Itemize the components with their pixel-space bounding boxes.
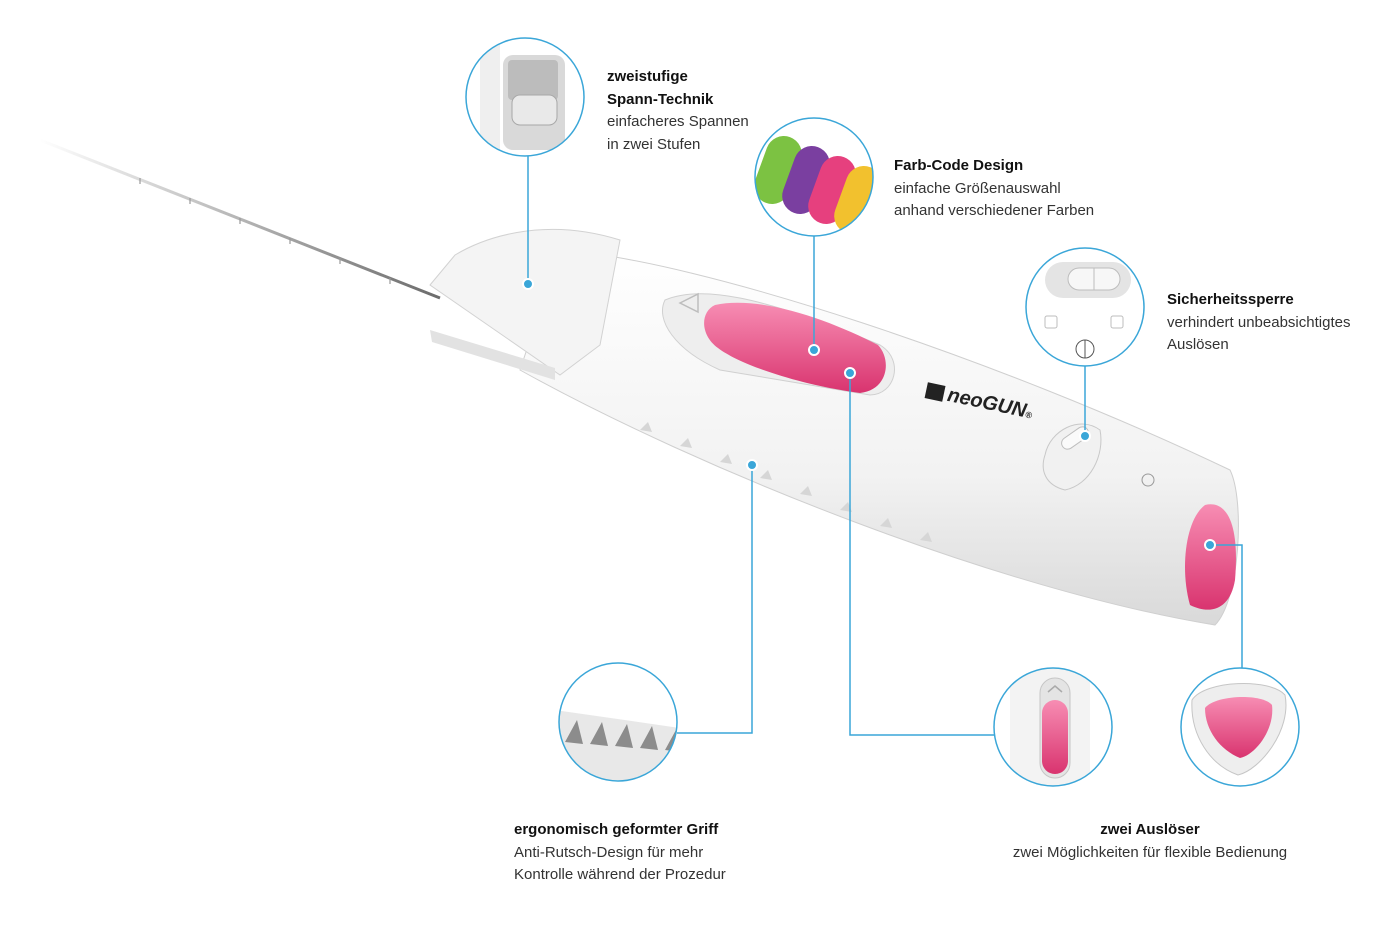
callout-dots <box>522 278 1216 551</box>
griff-title: ergonomisch geformter Griff <box>514 821 719 838</box>
farbcode-desc-line1: einfache Größenauswahl <box>894 179 1061 197</box>
callout-griff: ergonomisch geformter Griff Anti-Rutsch-… <box>514 819 726 887</box>
callout-farbcode: Farb-Code Design einfache Größenauswahl … <box>894 155 1094 223</box>
sicherheit-desc-line2: Auslösen <box>1167 336 1229 353</box>
callout-lines <box>527 156 1243 736</box>
griff-desc-line2: Kontrolle während der Prozedur <box>514 866 726 883</box>
spann-title-line2: Spann-Technik <box>607 90 714 108</box>
sicherheit-desc-line1: verhindert unbeabsichtigtes <box>1167 313 1351 331</box>
neogun-logo: neoGUN® <box>924 382 1033 422</box>
callout-sicherheit: Sicherheitssperre verhindert unbeabsicht… <box>1167 289 1350 357</box>
spann-desc-line1: einfacheres Spannen <box>607 113 749 130</box>
zoom-sicherheit <box>1025 247 1145 367</box>
ausloeser-desc-line1: zwei Möglichkeiten für flexible Bedienun… <box>1012 843 1288 861</box>
zoom-griff <box>558 662 678 782</box>
needle <box>39 138 441 300</box>
device-body: neoGUN® <box>429 228 1239 626</box>
zoom-spann <box>465 37 585 157</box>
zoom-farbcode <box>754 117 874 237</box>
griff-desc-line1: Anti-Rutsch-Design für mehr <box>514 843 704 861</box>
ausloeser-title: zwei Auslöser <box>1100 821 1200 838</box>
zoom-ausloeser-front <box>1180 667 1300 787</box>
brand-registered: ® <box>1024 409 1033 420</box>
farbcode-title: Farb-Code Design <box>894 157 1024 174</box>
callout-spann: zweistufige Spann-Technik einfacheres Sp… <box>607 66 749 156</box>
spann-desc-line2: in zwei Stufen <box>607 135 701 153</box>
farbcode-desc-line2: anhand verschiedener Farben <box>894 202 1095 219</box>
zoom-ausloeser-seite <box>993 667 1113 787</box>
sicherheit-title: Sicherheitssperre <box>1167 291 1294 308</box>
callout-ausloeser: zwei Auslöser zwei Möglichkeiten für fle… <box>990 819 1310 864</box>
spann-title-line1: zweistufige <box>607 68 688 85</box>
